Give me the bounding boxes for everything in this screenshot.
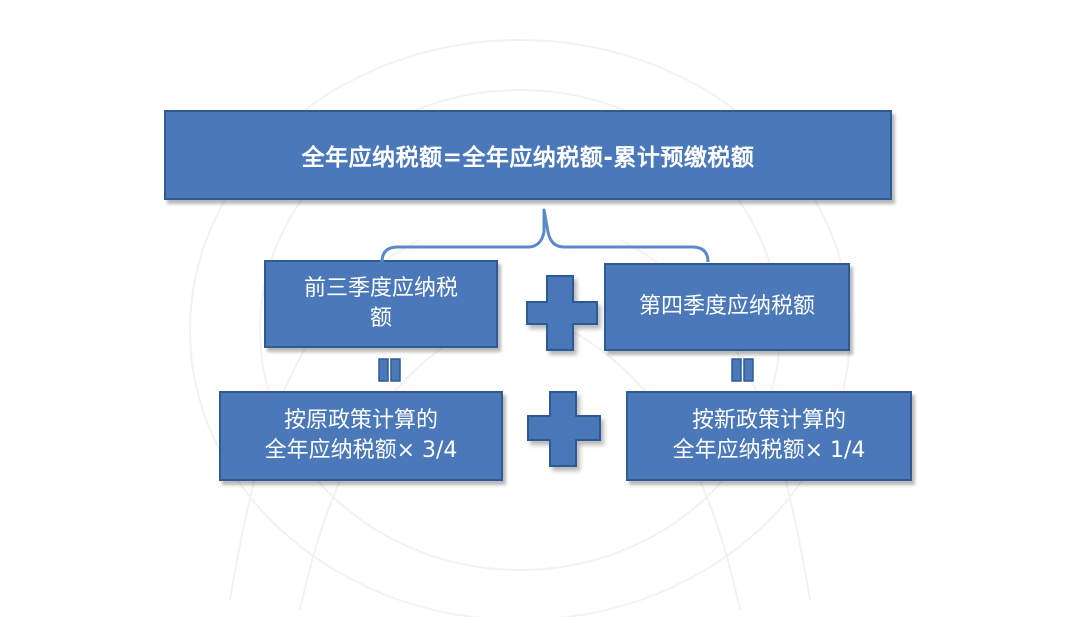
new-policy-line2: 全年应纳税额× 1/4 — [672, 438, 866, 463]
old-policy-line2: 全年应纳税额× 3/4 — [264, 438, 458, 463]
new-policy-line1: 按新政策计算的 — [691, 408, 846, 433]
old-policy-line1: 按原政策计算的 — [283, 408, 438, 433]
q1-q3-tax-line1: 前三季度应纳税 — [303, 276, 458, 301]
q1-q3-tax-box: 前三季度应纳税 额 — [264, 260, 498, 348]
formula-top-text: 全年应纳税额=全年应纳税额-累计预缴税额 — [301, 145, 755, 171]
q4-tax-box: 第四季度应纳税额 — [604, 263, 850, 351]
old-policy-box: 按原政策计算的 全年应纳税额× 3/4 — [219, 391, 503, 481]
new-policy-box: 按新政策计算的 全年应纳税额× 1/4 — [626, 391, 912, 481]
q4-tax-text: 第四季度应纳税额 — [638, 294, 815, 319]
q1-q3-tax-line2: 额 — [369, 306, 392, 331]
formula-top-box: 全年应纳税额=全年应纳税额-累计预缴税额 — [164, 110, 892, 200]
